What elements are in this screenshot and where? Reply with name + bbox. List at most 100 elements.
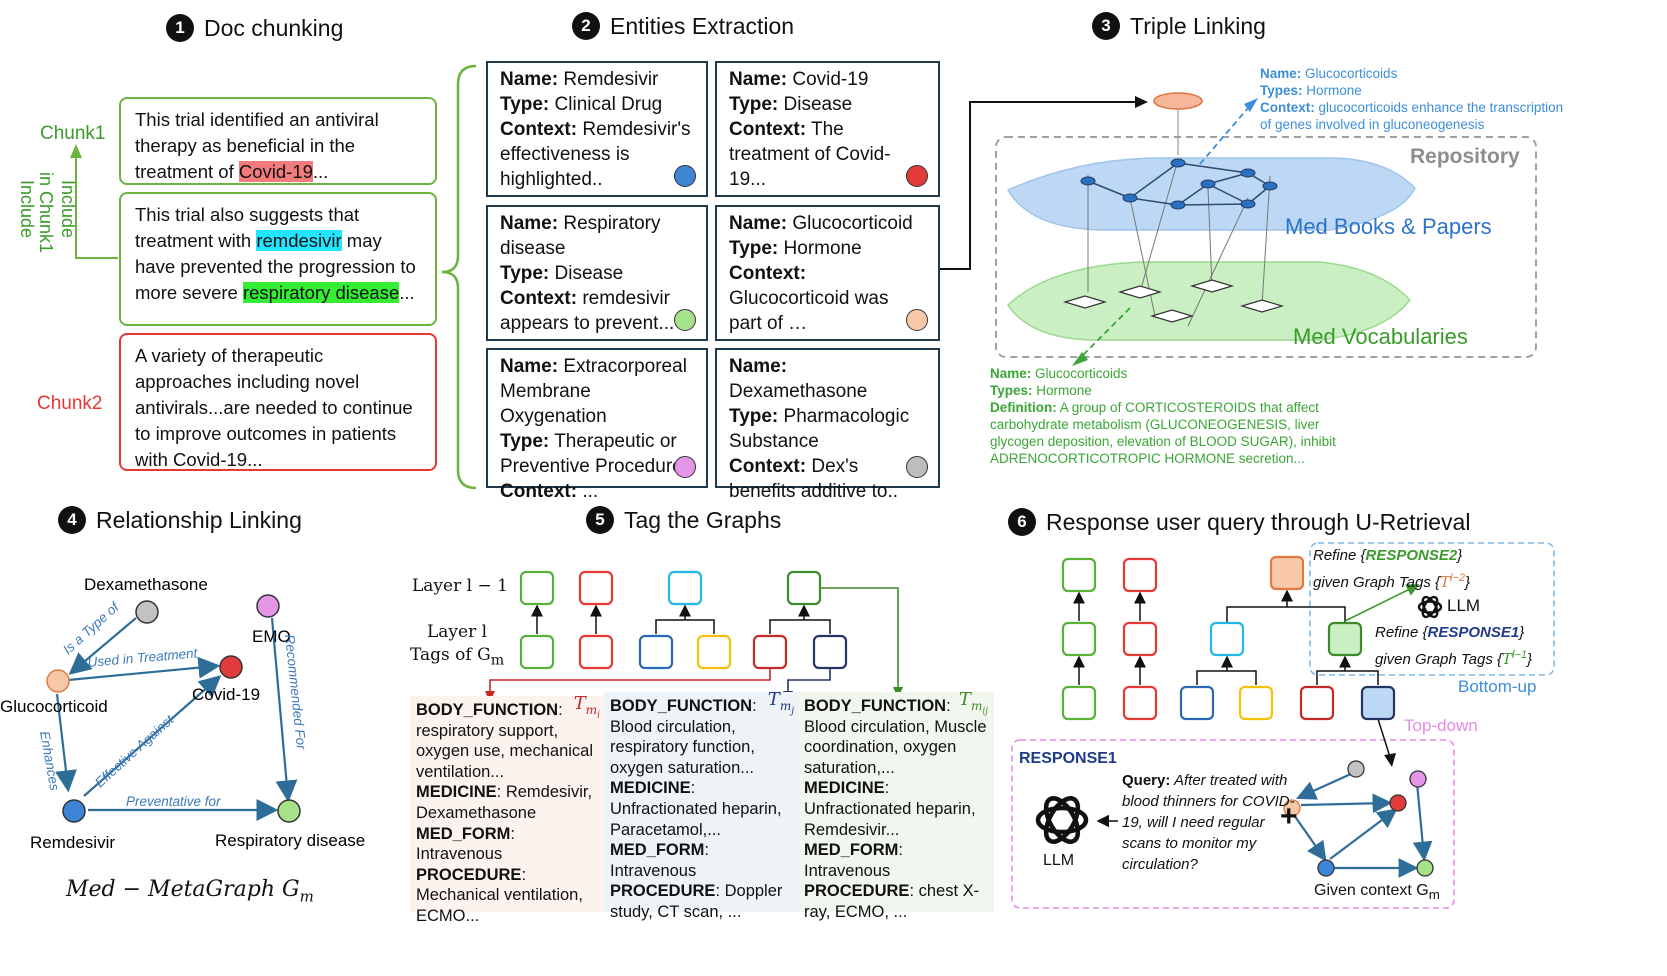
info-key: Context: [1260, 100, 1315, 115]
tag-value: : [946, 697, 951, 715]
entity-type-value: Hormone [783, 238, 862, 259]
entity-name-value: Extracorporeal Membrane Oxygenation [500, 356, 687, 427]
highlight-respiratory: respiratory disease [242, 282, 400, 303]
given-context-label: Given context Gm [1314, 882, 1440, 902]
refine-text: given Graph Tags { [1313, 574, 1441, 591]
section-title-doc-chunking: 1 Doc chunking [166, 14, 343, 42]
vocab-node-info: Name: Glucocorticoids Types: Hormone Def… [990, 365, 1350, 467]
chunk-text: This trial also suggests that treatment … [135, 204, 360, 251]
med-books-label: Med Books & Papers [1285, 214, 1492, 239]
info-value: Hormone [1036, 383, 1092, 398]
step-number: 3 [1092, 12, 1120, 40]
entity-card: Name: Extracorporeal Membrane Oxygenatio… [486, 348, 708, 502]
label-covid: Covid-19 [192, 685, 260, 704]
tag-key: MED_FORM [416, 824, 511, 843]
entity-context-value: ... [582, 481, 599, 502]
tags-of-label: Tags of Gm [410, 645, 504, 668]
entity-context-key: Context: [500, 288, 578, 309]
bottom-up-box [1309, 542, 1555, 676]
tag-value: Blood circulation, respiratory function,… [610, 717, 755, 777]
section-title-text: Relationship Linking [96, 506, 302, 533]
info-key: Name: [990, 366, 1032, 381]
tag-key: BODY_FUNCTION [610, 697, 753, 715]
entity-color-dot [906, 309, 928, 331]
node-respiratory [277, 799, 301, 823]
entity-context-value: The treatment of Covid-19... [729, 119, 891, 190]
entity-type-value: Disease [783, 94, 853, 115]
edge-recommended-for: Recommended For [282, 634, 309, 751]
refine-text: } [1457, 547, 1463, 564]
entity-name-key: Name: [500, 69, 559, 90]
section-title-text: Entities Extraction [610, 12, 795, 39]
tag-key: MED_FORM [610, 841, 705, 860]
tag-key: PROCEDURE [804, 882, 910, 901]
entity-type-value: Therapeutic or Preventive Procedure [500, 431, 683, 477]
info-value: Hormone [1306, 83, 1362, 98]
user-query: Query: After treated with blood thinners… [1122, 770, 1307, 875]
entity-type-key: Type: [729, 406, 779, 427]
edge-preventative-for: Preventative for [126, 794, 221, 809]
step-number: 4 [58, 506, 86, 534]
entity-name-key: Name: [500, 213, 559, 234]
tag-value: : Intravenous [610, 841, 710, 880]
query-key: Query: [1122, 772, 1171, 789]
tag-box-ij: BODY_FUNCTION:Blood circulation, Muscle … [798, 689, 994, 921]
tag-key: PROCEDURE [416, 865, 522, 884]
med-vocab-label: Med Vocabularies [1293, 324, 1468, 349]
entity-name-value: Glucocorticoid [792, 213, 913, 234]
response2-label: RESPONSE2 [1365, 547, 1458, 564]
tag-value: : [752, 697, 757, 715]
node-remdesivir [62, 799, 86, 823]
entity-type-value: Disease [554, 263, 624, 284]
step-number: 1 [166, 14, 194, 42]
tag-value: : Intravenous [804, 841, 904, 880]
chunk-text: This trial identified an antiviral thera… [135, 109, 379, 182]
caption-text: Med − MetaGraph G [66, 877, 300, 902]
refine-text: } [1465, 574, 1471, 591]
response1-heading: RESPONSE1 [1019, 750, 1117, 767]
info-value: A group of CORTICOSTEROIDS that affect c… [990, 400, 1336, 466]
top-down-label: Top-down [1404, 716, 1478, 735]
include-rotated: Include in Chunk1 [36, 172, 78, 280]
tag-value: : Remdesivir, Dexamethasone [416, 783, 593, 822]
section-title-u-retrieval: 6 Response user query through U-Retrieva… [1008, 508, 1470, 536]
entity-context-key: Context: [729, 456, 807, 477]
label-glucocorticoid: Glucocorticoid [0, 697, 108, 716]
llm-logo-main [1035, 796, 1089, 844]
refine-text: } [1527, 651, 1533, 668]
metagraph-caption: Med − MetaGraph Gm [66, 877, 314, 905]
tag-graph [485, 570, 903, 702]
tags-of-sub: m [490, 652, 505, 669]
info-value: Glucocorticoids [1035, 366, 1128, 381]
llm-label-main: LLM [1043, 852, 1075, 869]
llm-logo-top [1417, 595, 1443, 619]
entity-color-dot [674, 309, 696, 331]
info-value: glucocorticoids enhance the transcriptio… [1260, 100, 1564, 132]
step-number: 2 [572, 12, 600, 40]
tag-value: respiratory support, oxygen use, mechani… [416, 721, 594, 781]
tag-key: MEDICINE [610, 779, 691, 798]
layer-bot-label: Layer l [427, 622, 488, 642]
section-title-relationship-linking: 4 Relationship Linking [58, 506, 302, 534]
section-title-text: Response user query through U-Retrieval [1046, 508, 1471, 535]
section-title-text: Triple Linking [1130, 12, 1266, 39]
label-remdesivir: Remdesivir [30, 833, 115, 852]
highlight-remdesivir: remdesivir [256, 230, 342, 251]
node-glucocorticoid [46, 669, 70, 693]
entity-context-key: Context: [729, 119, 807, 140]
info-key: Types: [990, 383, 1033, 398]
layer-top-label: Layer l − 1 [412, 576, 508, 596]
chunk-text-2: This trial also suggests that treatment … [119, 192, 437, 326]
chunk1-label: Chunk1 [40, 123, 106, 144]
caption-sub: m [299, 887, 314, 906]
chunk-text: ... [399, 282, 415, 303]
tag-key: BODY_FUNCTION [804, 697, 947, 715]
tag-symbol: Tmij [958, 689, 988, 716]
link-arrow [940, 101, 1135, 270]
highlight-covid: Covid-19 [238, 161, 313, 182]
tag-value: Mechanical ventilation, ECMO... [416, 886, 583, 925]
